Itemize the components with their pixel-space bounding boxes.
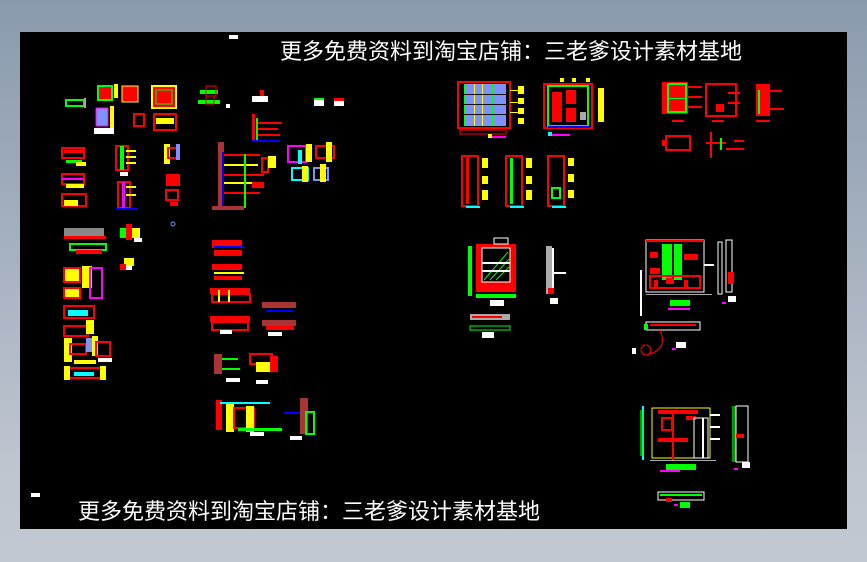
cabinet-elevations-top [457, 78, 604, 138]
wall-section-column [212, 142, 335, 210]
red-elevations-right [662, 82, 784, 158]
watermark-top: 更多免费资料到淘宝店铺：三老爹设计素材基地 [280, 40, 743, 65]
cabinet-side-sections [461, 155, 574, 208]
detail-cluster-left [61, 84, 180, 227]
room-elevation-right [632, 239, 736, 356]
watermark-bottom: 更多免费资料到淘宝店铺：三老爹设计素材基地 [78, 500, 541, 525]
room-elevation-lower-right [640, 405, 750, 508]
detail-small-top-middle [198, 85, 344, 142]
red-cabinet-section [468, 237, 566, 338]
detail-cluster-left-lower [63, 224, 142, 380]
cad-drawing [31, 35, 784, 508]
drawing-canvas[interactable]: 更多免费资料到淘宝店铺：三老爹设计素材基地 更多免费资料到淘宝店铺：三老爹设计素… [20, 32, 847, 529]
ceiling-section-stack [210, 240, 315, 440]
